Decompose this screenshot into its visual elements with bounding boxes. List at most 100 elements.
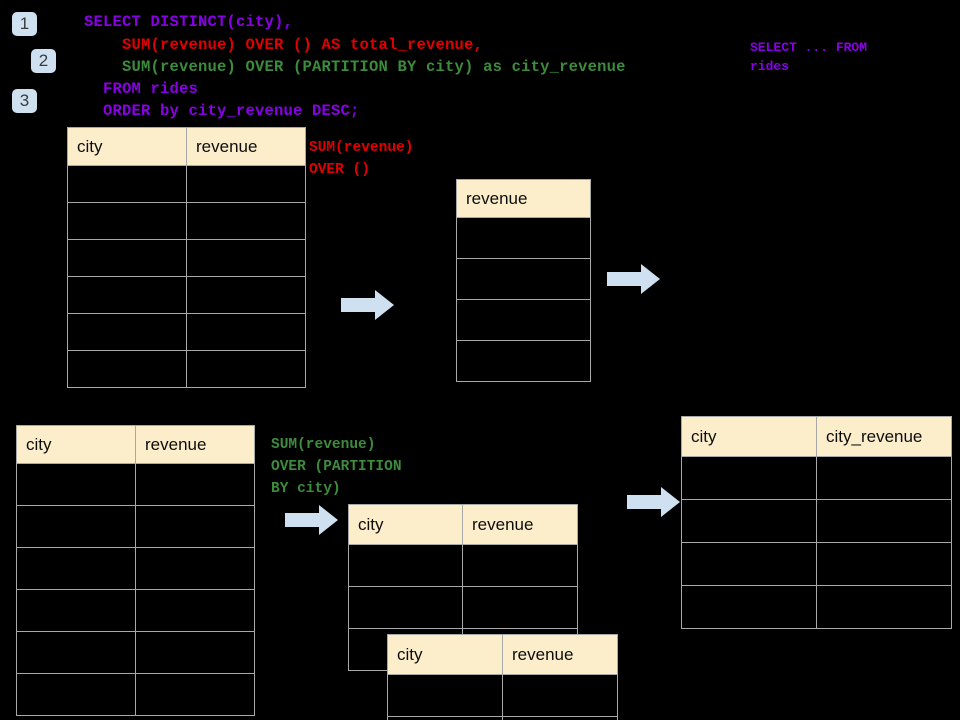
table-cell-city bbox=[16, 463, 136, 506]
table-cell-city bbox=[67, 239, 187, 277]
annotation-total-revenue-line-1: SUM(revenue) bbox=[309, 140, 414, 156]
column-header-revenue: revenue bbox=[502, 634, 618, 675]
table-row bbox=[16, 631, 255, 674]
table-row bbox=[681, 542, 952, 586]
table-row bbox=[387, 674, 618, 717]
column-header-city: city bbox=[16, 425, 136, 464]
column-header-city: city bbox=[387, 634, 503, 675]
column-header-city: city bbox=[67, 127, 187, 166]
table-cell-revenue bbox=[135, 631, 255, 674]
table-cell-revenue bbox=[456, 299, 591, 341]
column-header-revenue: revenue bbox=[462, 504, 578, 545]
table-header-row: city city_revenue bbox=[681, 416, 952, 457]
table-cell-city-revenue bbox=[816, 499, 952, 543]
table-cell-city bbox=[681, 456, 817, 500]
table-cell-city bbox=[67, 165, 187, 203]
total-revenue-table: revenue bbox=[456, 179, 591, 382]
arrow-rides-to-total-revenue bbox=[341, 288, 395, 327]
sql-line-select-distinct: SELECT DISTINCT(city), bbox=[84, 13, 294, 31]
table-cell-revenue bbox=[186, 202, 306, 240]
table-row bbox=[348, 586, 578, 629]
table-cell-city-revenue bbox=[816, 585, 952, 629]
table-cell-revenue bbox=[135, 589, 255, 632]
arrow-total-revenue-to-result bbox=[607, 262, 661, 301]
column-header-city-revenue: city_revenue bbox=[816, 416, 952, 457]
table-cell-revenue bbox=[456, 340, 591, 382]
table-cell-city bbox=[67, 202, 187, 240]
step-badge-1: 1 bbox=[12, 12, 37, 36]
table-header-row: city revenue bbox=[348, 504, 578, 545]
table-row bbox=[681, 499, 952, 543]
column-header-revenue: revenue bbox=[135, 425, 255, 464]
table-row bbox=[348, 544, 578, 587]
sql-line-total-revenue: SUM(revenue) OVER () AS total_revenue, bbox=[84, 36, 484, 54]
table-row bbox=[67, 239, 306, 277]
table-cell-revenue bbox=[135, 547, 255, 590]
arrow-partition-to-result bbox=[627, 485, 681, 524]
table-row bbox=[456, 299, 591, 341]
table-cell-revenue bbox=[502, 674, 618, 717]
table-cell-city bbox=[16, 547, 136, 590]
table-cell-revenue bbox=[135, 505, 255, 548]
table-cell-city bbox=[16, 505, 136, 548]
table-body bbox=[67, 165, 306, 388]
table-row bbox=[67, 350, 306, 388]
table-cell-revenue bbox=[456, 258, 591, 300]
table-body bbox=[681, 456, 952, 629]
table-row bbox=[16, 463, 255, 506]
source-label-line-1: SELECT ... FROM bbox=[750, 40, 868, 55]
table-cell-revenue bbox=[135, 463, 255, 506]
column-header-revenue: revenue bbox=[456, 179, 591, 218]
table-cell-revenue bbox=[456, 217, 591, 259]
table-cell-city bbox=[681, 585, 817, 629]
table-row bbox=[67, 202, 306, 240]
table-cell-city bbox=[16, 589, 136, 632]
table-cell-revenue bbox=[186, 350, 306, 388]
annotation-city-revenue-line-2: OVER (PARTITION bbox=[271, 459, 402, 475]
table-row bbox=[456, 217, 591, 259]
table-row bbox=[16, 547, 255, 590]
table-body bbox=[456, 217, 591, 382]
table-cell-city bbox=[387, 674, 503, 717]
rides-source-table-partition: city revenue bbox=[16, 425, 255, 716]
table-body bbox=[16, 463, 255, 716]
table-row bbox=[387, 716, 618, 720]
table-cell-city-revenue bbox=[816, 542, 952, 586]
table-cell-city bbox=[16, 631, 136, 674]
column-header-city: city bbox=[348, 504, 463, 545]
annotation-city-revenue-line-1: SUM(revenue) bbox=[271, 437, 376, 453]
final-result-table: city city_revenue bbox=[681, 416, 952, 629]
table-header-row: city revenue bbox=[16, 425, 255, 464]
step-badge-3: 3 bbox=[12, 89, 37, 113]
table-row bbox=[16, 505, 255, 548]
table-row bbox=[456, 258, 591, 300]
table-cell-city bbox=[67, 350, 187, 388]
partition-group-table-front: city revenue bbox=[387, 634, 618, 720]
table-cell-city bbox=[348, 586, 463, 629]
table-cell-revenue bbox=[186, 313, 306, 351]
table-row bbox=[681, 456, 952, 500]
rides-source-table: city revenue bbox=[67, 127, 306, 388]
table-cell-city bbox=[67, 276, 187, 314]
table-cell-city bbox=[681, 542, 817, 586]
table-cell-city bbox=[16, 673, 136, 716]
table-cell-city bbox=[681, 499, 817, 543]
table-cell-revenue bbox=[135, 673, 255, 716]
step-badge-2: 2 bbox=[31, 49, 56, 73]
source-label-line-2: rides bbox=[750, 59, 790, 74]
table-cell-revenue bbox=[462, 544, 578, 587]
sql-line-city-revenue: SUM(revenue) OVER (PARTITION BY city) as… bbox=[84, 58, 626, 76]
table-cell-city-revenue bbox=[816, 456, 952, 500]
table-row bbox=[67, 313, 306, 351]
table-row bbox=[456, 340, 591, 382]
arrow-rides-to-partition bbox=[285, 503, 339, 542]
table-row bbox=[681, 585, 952, 629]
sql-line-from-rides: FROM rides bbox=[84, 80, 199, 98]
table-cell-revenue bbox=[186, 165, 306, 203]
annotation-city-revenue-line-3: BY city) bbox=[271, 481, 341, 497]
table-row bbox=[16, 673, 255, 716]
table-cell-city bbox=[387, 716, 503, 720]
table-body bbox=[387, 674, 618, 720]
sql-line-order-by: ORDER by city_revenue DESC; bbox=[84, 102, 360, 120]
